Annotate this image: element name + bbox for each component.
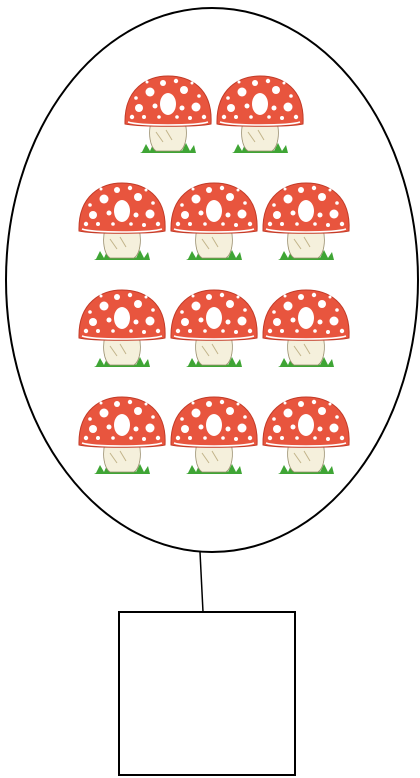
connector-line	[200, 552, 203, 612]
answer-box[interactable]	[119, 612, 295, 775]
